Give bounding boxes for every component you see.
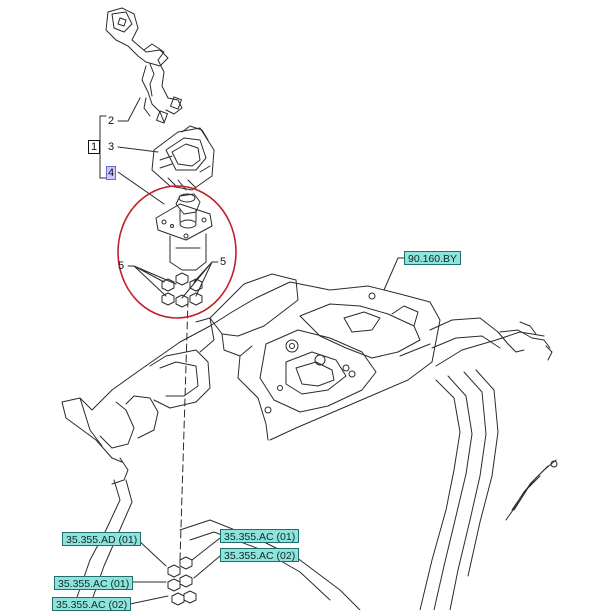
callout-part-5-right[interactable]: 5 <box>220 256 227 268</box>
ref-link-35-355-ad-01[interactable]: 35.355.AD (01) <box>62 532 142 546</box>
callout-group-1[interactable]: 1 <box>88 140 101 154</box>
callout-part-5-left[interactable]: 5 <box>118 260 125 272</box>
ref-link-35-355-ac-01-left[interactable]: 35.355.AC (01) <box>54 576 134 590</box>
nut-group <box>161 272 203 308</box>
console-body <box>61 273 441 485</box>
joystick-base <box>155 193 213 271</box>
leader-lines <box>99 97 405 299</box>
callout-part-3[interactable]: 3 <box>108 141 115 153</box>
callout-part-4[interactable]: 4 <box>106 166 117 180</box>
joystick-handle <box>105 7 183 124</box>
ref-link-35-355-ac-02-right[interactable]: 35.355.AC (02) <box>220 548 300 562</box>
connector-cluster <box>129 537 221 606</box>
ref-link-90-160-by[interactable]: 90.160.BY <box>404 251 462 265</box>
highlight-ellipse <box>117 185 237 319</box>
centerline <box>179 299 189 561</box>
ref-link-35-355-ac-02-left[interactable]: 35.355.AC (02) <box>52 597 132 611</box>
callout-part-2[interactable]: 2 <box>108 115 115 127</box>
rubber-boot <box>151 125 215 191</box>
ref-link-35-355-ac-01-right[interactable]: 35.355.AC (01) <box>220 529 300 543</box>
